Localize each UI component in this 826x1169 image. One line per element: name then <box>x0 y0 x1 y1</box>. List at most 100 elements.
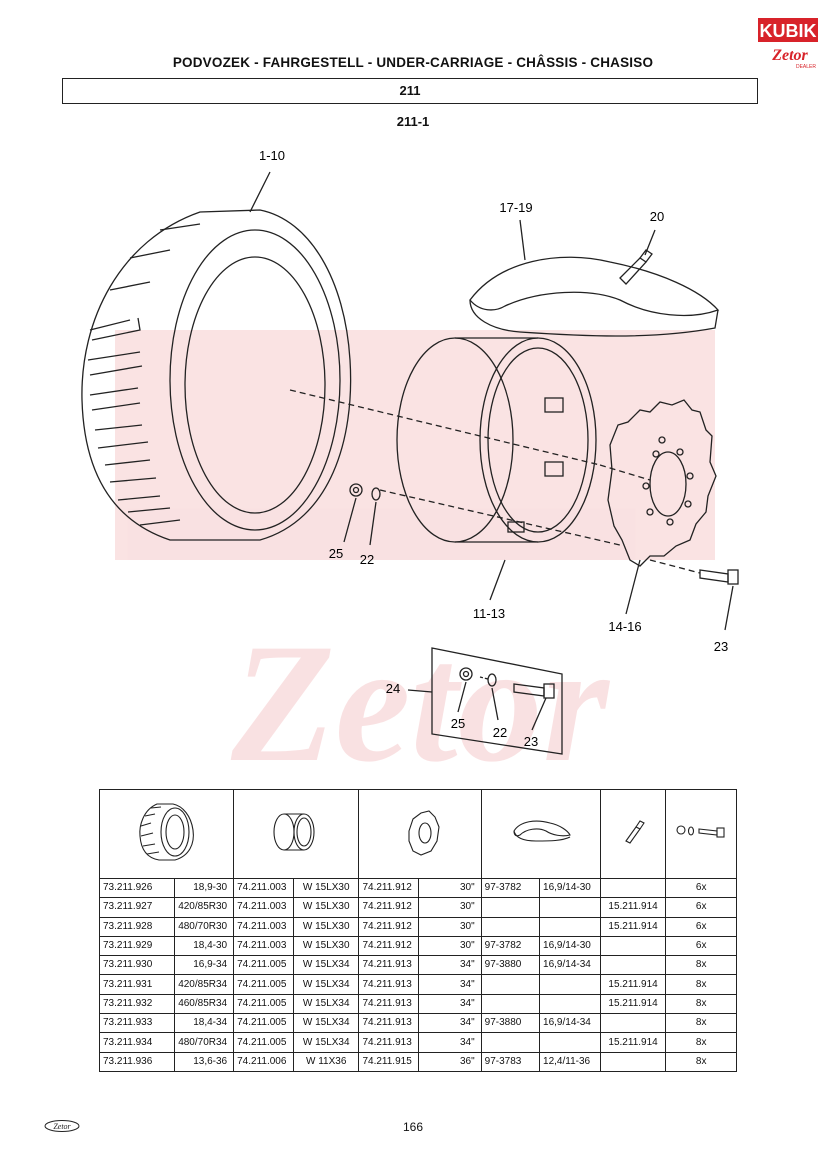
table-cell: 8x <box>665 955 737 976</box>
table-cell: 74.211.003 <box>233 897 294 918</box>
watermark: Zetor DEALER <box>115 330 715 790</box>
tube-icon <box>480 789 601 879</box>
table-cell: 74.211.003 <box>233 877 294 899</box>
table-cell: 34" <box>418 1032 482 1053</box>
table-cell: 34" <box>418 955 482 976</box>
table-cell: 74.211.005 <box>233 993 294 1015</box>
table-cell: 480/70R34 <box>174 1032 235 1053</box>
table-cell: 8x <box>665 1051 737 1072</box>
callout-kit-bolt: 23 <box>524 734 538 749</box>
table-cell: 8x <box>665 993 737 1015</box>
table-cell: 73.211.926 <box>98 877 176 899</box>
nut-washer-drawing <box>349 483 381 501</box>
callout-nut: 25 <box>329 546 343 561</box>
table-cell: 74.211.005 <box>233 974 294 995</box>
table-cell <box>539 974 601 995</box>
table-cell <box>599 935 667 957</box>
table-cell: 8x <box>665 1013 737 1034</box>
table-cell: 15.211.914 <box>599 1032 667 1053</box>
table-cell: 97-3782 <box>480 877 541 899</box>
table-cell: 6x <box>665 877 737 899</box>
table-cell: 16,9/14-34 <box>539 955 601 976</box>
table-cell: 15.211.914 <box>599 993 667 1015</box>
table-cell <box>480 974 541 995</box>
table-cell: 30" <box>418 897 482 918</box>
table-cell: W 15LX30 <box>292 916 360 937</box>
table-cell <box>599 955 667 976</box>
disc-drawing <box>607 399 717 567</box>
table-cell: 34" <box>418 993 482 1015</box>
table-cell: W 15LX30 <box>292 877 360 899</box>
table-cell: 16,9/14-30 <box>539 877 601 899</box>
callout-kit-nut: 25 <box>451 716 465 731</box>
table-cell: W 15LX34 <box>292 974 360 995</box>
tube-drawing <box>469 256 720 337</box>
table-cell: 6x <box>665 935 737 957</box>
table-cell: 12,4/11-36 <box>539 1051 601 1072</box>
svg-text:Zetor: Zetor <box>53 1122 71 1131</box>
table-cell: 74.211.912 <box>358 916 420 937</box>
table-cell: 74.211.006 <box>233 1051 294 1072</box>
callout-washer: 22 <box>360 552 374 567</box>
table-cell: 6x <box>665 897 737 918</box>
table-cell: 74.211.913 <box>358 1032 420 1053</box>
table-cell: W 15LX30 <box>292 897 360 918</box>
table-cell: 30" <box>418 877 482 899</box>
disc-icon <box>358 789 482 879</box>
table-cell: 74.211.005 <box>233 955 294 976</box>
svg-text:Zetor: Zetor <box>230 609 611 790</box>
table-cell: 460/85R34 <box>174 993 235 1015</box>
table-cell: 74.211.913 <box>358 955 420 976</box>
table-cell: 74.211.912 <box>358 935 420 957</box>
callout-rim: 11-13 <box>473 606 505 621</box>
logo-text: KUBIK <box>760 21 817 41</box>
table-cell: 18,4-34 <box>174 1013 235 1034</box>
table-cell: 6x <box>665 916 737 937</box>
table-cell: 13,6-36 <box>174 1051 235 1072</box>
callout-tire: 1-10 <box>259 148 285 163</box>
table-cell: 73.211.932 <box>98 993 176 1015</box>
table-cell: 97-3880 <box>480 1013 541 1034</box>
table-cell: 34" <box>418 1013 482 1034</box>
table-cell: 15.211.914 <box>599 897 667 918</box>
callout-disc: 14-16 <box>608 619 641 634</box>
kubik-logo: KUBIK Zetor DEALER <box>756 16 820 74</box>
svg-text:DEALER: DEALER <box>332 782 548 790</box>
table-cell <box>539 897 601 918</box>
table-cell: 74.211.913 <box>358 974 420 995</box>
table-cell: 16,9-34 <box>174 955 235 976</box>
callout-kit-washer: 22 <box>493 725 507 740</box>
table-cell: 73.211.931 <box>98 974 176 995</box>
table-cell: W 15LX30 <box>292 935 360 957</box>
table-cell <box>480 993 541 1015</box>
table-cell: 74.211.915 <box>358 1051 420 1072</box>
table-cell: 74.211.912 <box>358 877 420 899</box>
table-cell: 480/70R30 <box>174 916 235 937</box>
table-cell: 73.211.930 <box>98 955 176 976</box>
table-cell: 34" <box>418 974 482 995</box>
table-cell: W 15LX34 <box>292 1032 360 1053</box>
table-cell: W 15LX34 <box>292 955 360 976</box>
rim-icon <box>233 789 360 879</box>
valve-icon <box>599 789 667 879</box>
table-cell: W 15LX34 <box>292 993 360 1015</box>
table-cell: 30" <box>418 916 482 937</box>
table-cell: 15.211.914 <box>599 974 667 995</box>
table-cell: 97-3783 <box>480 1051 541 1072</box>
table-cell <box>599 1013 667 1034</box>
callout-kit: 24 <box>386 681 400 696</box>
table-cell: 74.211.913 <box>358 993 420 1015</box>
callout-tube: 17-19 <box>499 200 532 215</box>
table-cell: 16,9/14-30 <box>539 935 601 957</box>
table-cell: 73.211.927 <box>98 897 176 918</box>
table-cell: 16,9/14-34 <box>539 1013 601 1034</box>
table-cell <box>599 877 667 899</box>
